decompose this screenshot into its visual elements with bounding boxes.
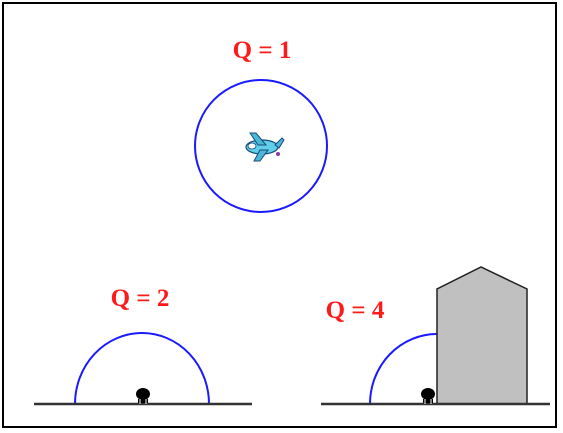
sound-source-icon xyxy=(136,388,150,404)
q4-label: Q = 4 xyxy=(326,297,385,324)
ground-group: Q = 2 xyxy=(34,285,252,406)
quarter-radiation-arc xyxy=(369,333,438,405)
building-wall xyxy=(436,266,528,405)
spherical-radiation-circle xyxy=(194,79,328,213)
airplane-icon xyxy=(245,132,285,162)
hemispherical-radiation-arc xyxy=(74,332,210,405)
corner-group: Q = 4 xyxy=(321,266,550,406)
q2-label: Q = 2 xyxy=(111,285,170,312)
q1-label: Q = 1 xyxy=(233,37,292,64)
sound-source-icon xyxy=(421,388,435,404)
free-space-group: Q = 1 xyxy=(194,37,328,213)
